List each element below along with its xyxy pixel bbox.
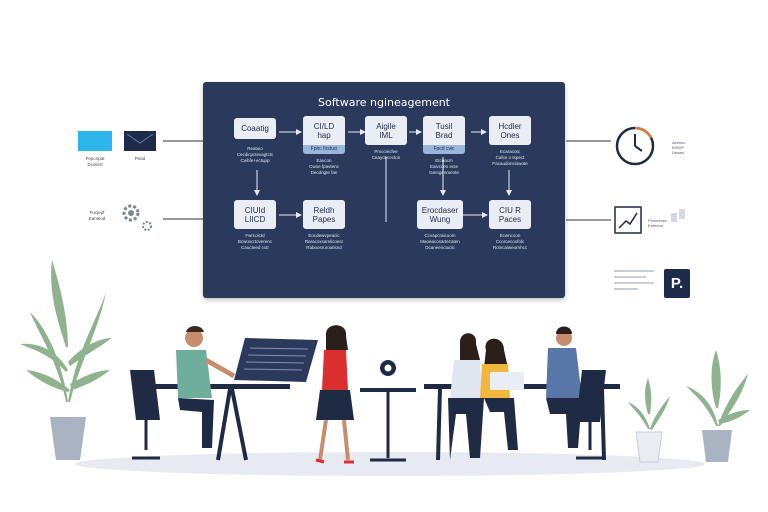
node-desc: Fwrcoictd Bcwoxcrtoverenc Caucteed cctr <box>237 233 273 250</box>
node-test: Tusil Brad Fpcd cvic <box>423 116 465 154</box>
node-label: Reldh Papes <box>303 200 345 229</box>
node-desc: Ecwncoon Ccorcecoofolc Rctecaiweornhcc <box>492 233 528 250</box>
node-label: Coaatig <box>234 118 276 139</box>
clock-caption: Aeecec EtSDP Dewee <box>672 140 686 155</box>
board-arrows <box>254 129 512 222</box>
node-processor: Erocdaser Wung <box>417 200 463 229</box>
node-bar: Fpcd cvic <box>423 145 465 154</box>
node-desc: Eocdewvpeacic Raracoxsamlicoesr Raboosru… <box>304 233 344 250</box>
node-cicd: CI/LD hap Fphc ficduci <box>303 116 345 154</box>
node-agile: Aigile IML <box>365 116 407 145</box>
node-label: Erocdaser Wung <box>417 200 463 229</box>
plant-right-illustration <box>686 350 750 462</box>
doc-lines <box>614 270 654 294</box>
node-ciuid: CIUId LIICD <box>234 200 276 229</box>
node-desc: Ccvapcraicoom Maoeacosartecaten Dcaneenc… <box>420 233 460 250</box>
envelope-icon <box>126 133 154 144</box>
node-desc: Etcuacm Eaivccen ecte Gemgenmente <box>429 158 459 175</box>
node-coding: Coaatig <box>234 118 276 139</box>
node-label: CI/LD hap <box>303 116 345 145</box>
clock-icon <box>615 126 655 166</box>
node-desc: Reatuio Cecdicpctevagtctc Cwbfe+ectupp <box>236 146 274 163</box>
team-illustration <box>130 325 620 464</box>
node-desc: Pmcciecfee Ceaycbcecton <box>371 149 401 160</box>
connector-left-bottom <box>163 218 203 220</box>
workflow-board: Software ngineagement Coaatig Reatuio Ce… <box>203 82 565 298</box>
chart-caption: Pennrecec Eefenod <box>648 218 668 228</box>
mail-card <box>124 131 156 151</box>
gear-caption: Fucjepf Eanteod <box>88 210 106 221</box>
card-caption: Fepcnpat Dcdectl <box>85 156 105 167</box>
floor-ellipse <box>75 452 705 476</box>
node-desc: Eaxcon Cwoe fpavtenc Decdngte fan <box>309 158 339 175</box>
stack-icon <box>671 209 685 222</box>
node-label: CIU R Paces <box>489 200 531 229</box>
connector-right-bottom <box>566 219 611 221</box>
plant-left-illustration <box>20 260 112 460</box>
chart-card-icon <box>614 206 642 234</box>
node-ciur: CIU R Paces <box>489 200 531 229</box>
node-desc: Ecaracotc Cafce o tspect Pacaudonsiowote <box>492 149 528 166</box>
board-title: Software ngineagement <box>318 96 450 109</box>
gear-icon <box>122 204 152 231</box>
node-holder: Hcdler Ones <box>489 116 531 145</box>
node-label: Tusil Brad <box>423 116 465 145</box>
node-release: Reldh Papes <box>303 200 345 229</box>
card-caption: Pnad <box>134 156 146 161</box>
node-label: Aigile IML <box>365 116 407 145</box>
node-label: CIUId LIICD <box>234 200 276 229</box>
blue-card <box>78 131 112 151</box>
plant-small-illustration <box>628 378 670 463</box>
connector-left-top <box>163 140 203 142</box>
node-bar: Fphc ficduci <box>303 145 345 154</box>
node-label: Hcdler Ones <box>489 116 531 145</box>
connector-right-top <box>566 140 611 142</box>
p-card: P. <box>664 269 690 298</box>
